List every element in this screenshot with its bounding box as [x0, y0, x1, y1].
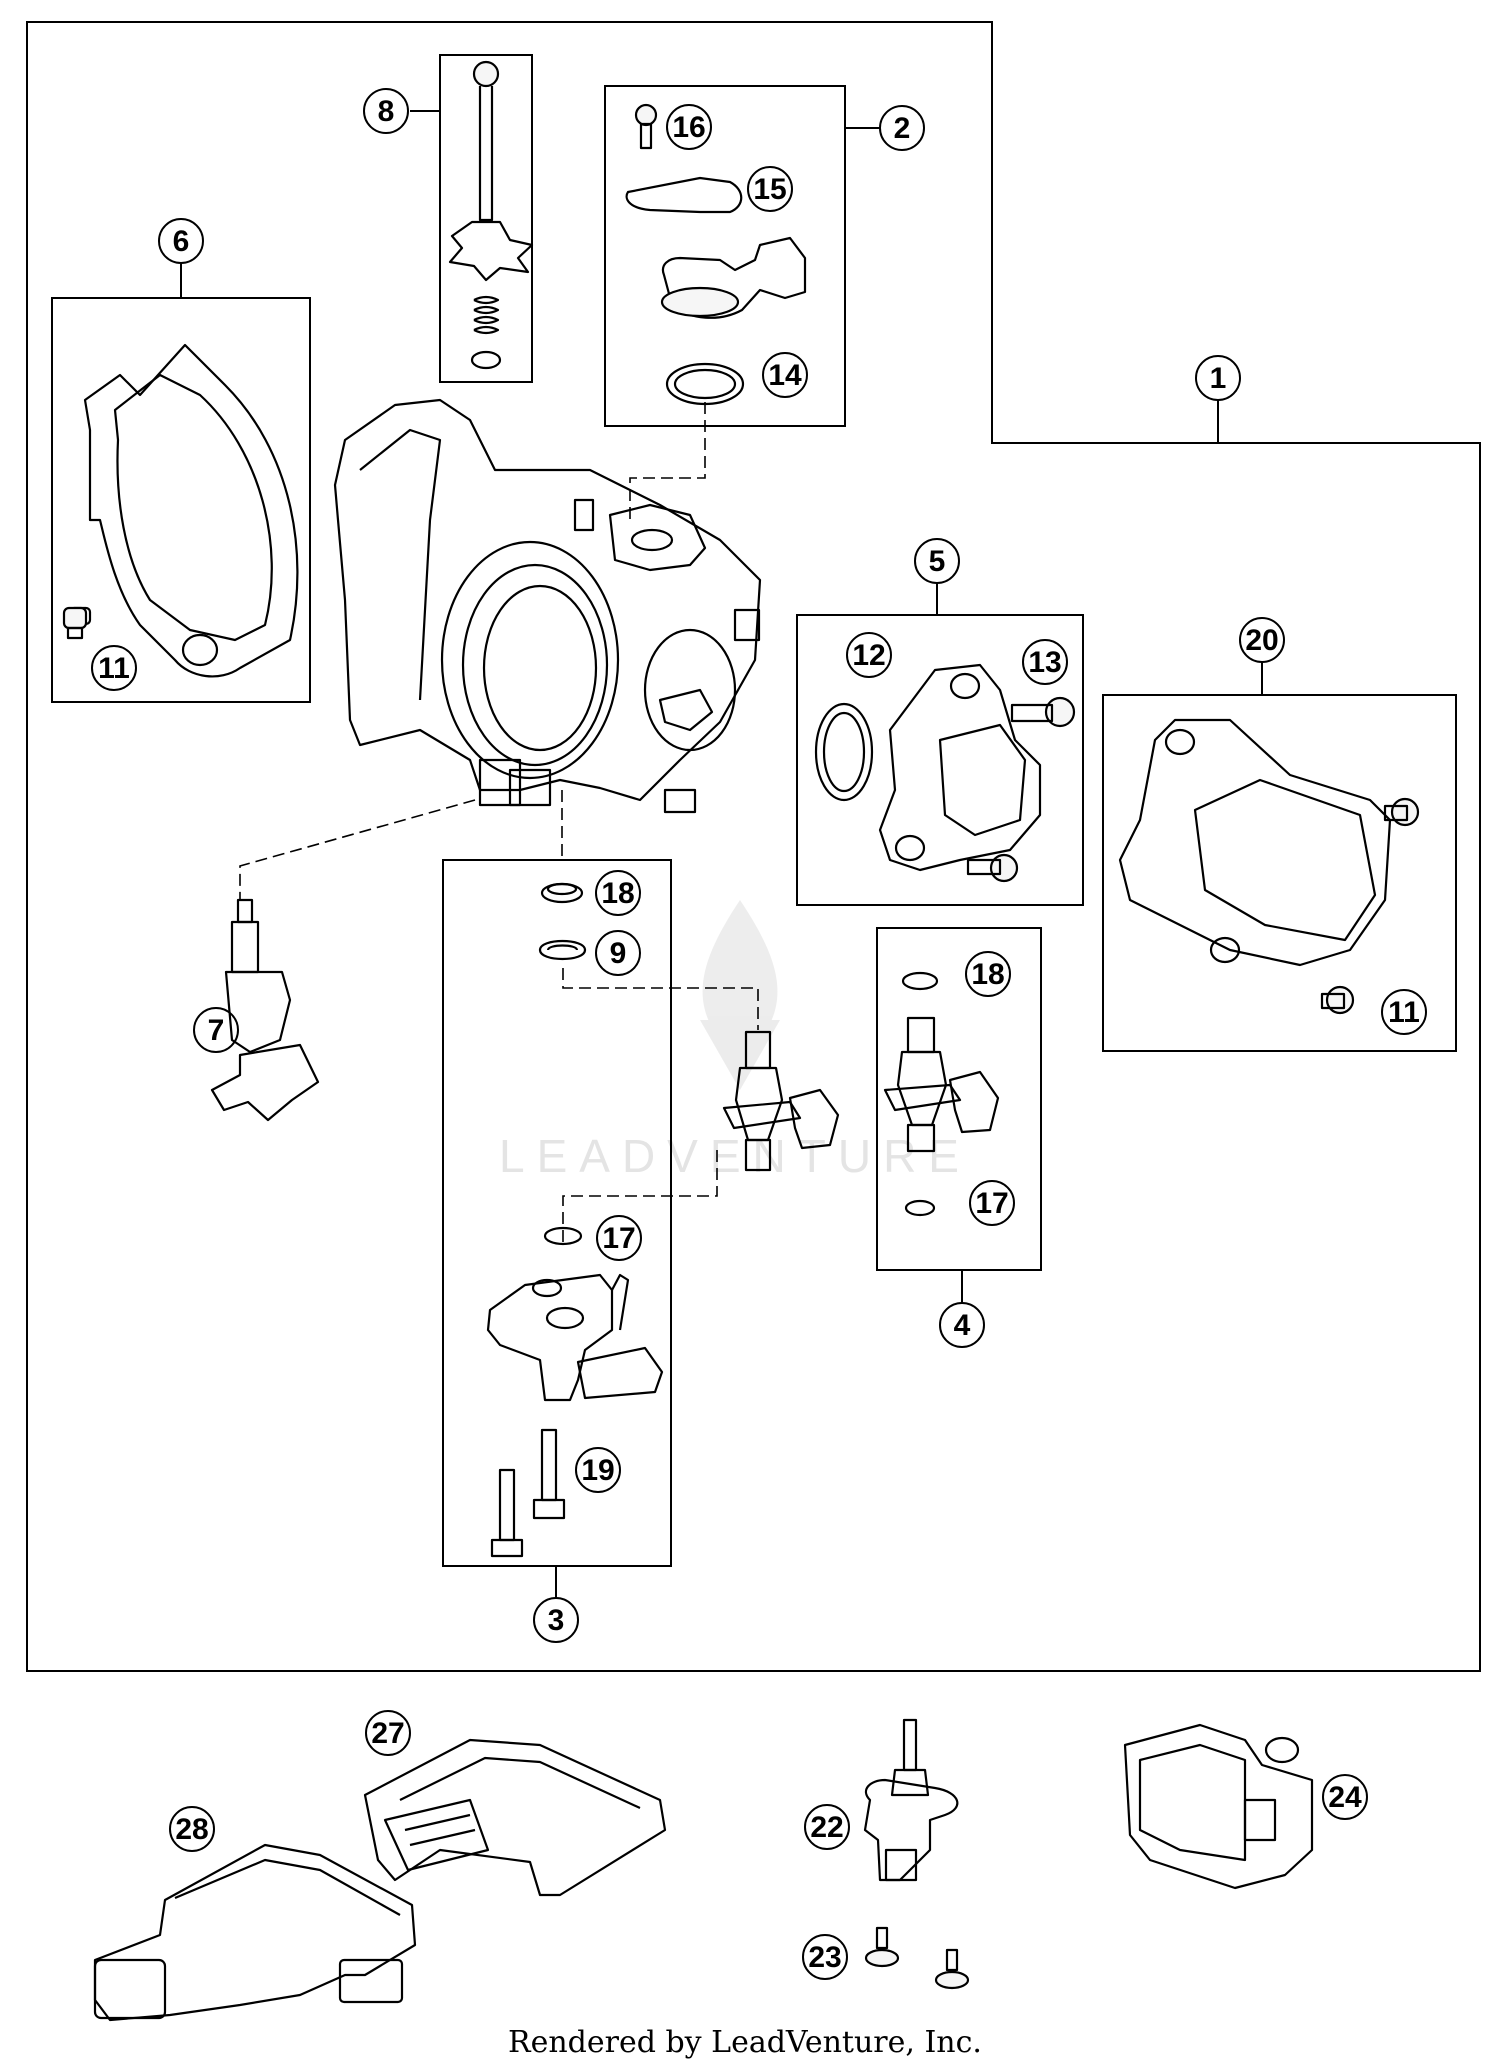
- callout-19: 19: [575, 1447, 621, 1493]
- kit-2-box: [604, 85, 846, 427]
- part-9-clip-illustration: [538, 940, 587, 960]
- callout-1: 1: [1195, 355, 1241, 401]
- flame-logo-icon: [700, 900, 780, 1090]
- callout-18-kit3-label: 18: [601, 877, 634, 910]
- callout-18-kit4: 18: [965, 951, 1011, 997]
- part-7-spark-plug-illustration: [210, 898, 320, 1122]
- watermark-text: LEADVENTURE: [499, 1130, 971, 1182]
- leader-lines: [180, 110, 1263, 1598]
- callout-15-label: 15: [753, 173, 786, 206]
- callout-18-kit3: 18: [595, 870, 641, 916]
- callout-7: 7: [193, 1007, 239, 1053]
- callout-18-kit4-label: 18: [971, 958, 1004, 991]
- kit-5-box: [796, 614, 1084, 906]
- callout-11-kit20-label: 11: [1388, 996, 1420, 1029]
- callout-22-label: 22: [810, 1811, 843, 1844]
- callout-24-label: 24: [1328, 1781, 1362, 1814]
- part-11-bolt-illustration: [62, 606, 88, 640]
- kit-20-box: [1102, 694, 1457, 1052]
- part-27-ecu-illustration: [363, 1738, 667, 1897]
- callout-8-label: 8: [378, 95, 395, 128]
- callout-16-label: 16: [672, 111, 705, 144]
- callout-14: 14: [762, 352, 808, 398]
- part-17-ring-illustration: [543, 1226, 583, 1246]
- callout-19-label: 19: [581, 1454, 614, 1487]
- kit-8-box: [439, 54, 533, 383]
- assembly-dash-lines: [239, 402, 759, 1245]
- part-24-connector-illustration: [1123, 1723, 1314, 1890]
- callout-9: 9: [595, 930, 641, 976]
- callout-15: 15: [747, 166, 793, 212]
- footer-credit: Rendered by LeadVenture, Inc.: [508, 2025, 982, 2060]
- callout-6-label: 6: [173, 225, 190, 258]
- injector-illustration: [722, 1030, 840, 1172]
- callout-9-label: 9: [610, 937, 627, 970]
- fuel-rail-illustration: [486, 1273, 664, 1402]
- callout-8: 8: [363, 88, 409, 134]
- callout-17-kit4: 17: [969, 1180, 1015, 1226]
- callout-5-label: 5: [929, 545, 946, 578]
- part-28-module-illustration: [93, 1843, 417, 2022]
- callout-4-label: 4: [954, 1309, 971, 1342]
- callout-5: 5: [914, 538, 960, 584]
- callout-28: 28: [169, 1806, 215, 1852]
- callout-27-label: 27: [371, 1717, 404, 1750]
- callout-6: 6: [158, 218, 204, 264]
- leadventure-watermark: LEADVENTURE: [499, 900, 971, 1182]
- callout-1-label: 1: [1210, 362, 1227, 395]
- callout-7-label: 7: [208, 1014, 225, 1047]
- callout-28-label: 28: [175, 1813, 208, 1846]
- part-5-sensor-kit-illustration: [814, 663, 1076, 883]
- callout-12: 12: [846, 632, 892, 678]
- callout-11-kit6-label: 11: [98, 652, 130, 685]
- callout-4: 4: [939, 1302, 985, 1348]
- callout-13-label: 13: [1028, 646, 1061, 679]
- part-6-cover-illustration: [68, 343, 299, 678]
- callout-13: 13: [1022, 639, 1068, 685]
- callout-27: 27: [365, 1710, 411, 1756]
- callout-2: 2: [879, 105, 925, 151]
- callout-17-kit3-label: 17: [602, 1222, 635, 1255]
- part-2-sensor-kit-illustration: [625, 103, 807, 406]
- callout-3: 3: [533, 1597, 579, 1643]
- callout-20: 20: [1239, 617, 1285, 663]
- assembly-1-frame: [26, 21, 1481, 1672]
- part-4-injector-illustration: [883, 971, 1000, 1217]
- callout-23-label: 23: [808, 1941, 841, 1974]
- callout-22: 22: [804, 1804, 850, 1850]
- kit-4-box: [876, 927, 1042, 1271]
- callout-3-label: 3: [548, 1604, 565, 1637]
- part-18-ring-illustration: [540, 882, 584, 904]
- part-20-sensor-kit-illustration: [1118, 718, 1420, 1015]
- throttle-body-illustration: [333, 398, 762, 814]
- part-19-bolts-illustration: [490, 1428, 566, 1558]
- callout-2-label: 2: [894, 112, 911, 145]
- callout-20-label: 20: [1245, 624, 1278, 657]
- part-8-adjuster-illustration: [448, 60, 534, 370]
- part-22-sensor-illustration: [863, 1718, 959, 1882]
- callout-23: 23: [802, 1934, 848, 1980]
- part-23-screws-illustration: [864, 1926, 970, 1990]
- callout-17-kit3: 17: [596, 1215, 642, 1261]
- callout-17-kit4-label: 17: [975, 1187, 1008, 1220]
- callout-24: 24: [1322, 1774, 1368, 1820]
- callout-14-label: 14: [768, 359, 802, 392]
- callout-11-kit6: 11: [91, 645, 137, 691]
- callout-12-label: 12: [852, 639, 885, 672]
- callout-16: 16: [666, 104, 712, 150]
- callout-11-kit20: 11: [1381, 989, 1427, 1035]
